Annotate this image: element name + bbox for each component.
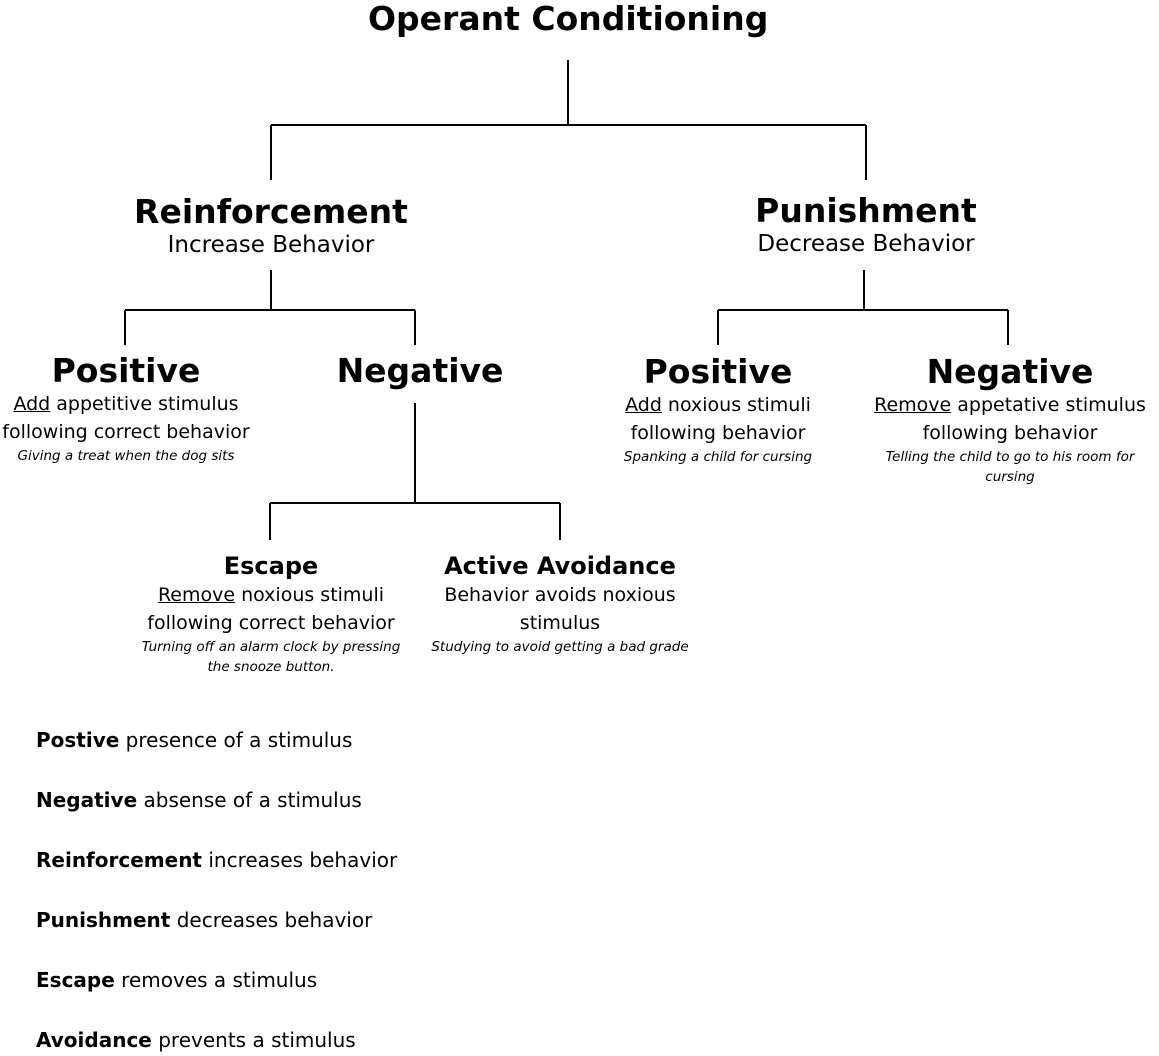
legend-term: Escape [36,968,115,992]
legend-term: Negative [36,788,138,812]
punishment-positive-desc: Add noxious stimuli [598,391,838,419]
reinforcement-positive-desc-line2: following correct behavior [2,421,250,443]
reinforcement-positive-desc: Add appetitive stimulus [0,390,252,418]
legend-item-reinforcement: Reinforcement increases behavior [36,848,397,872]
desc-keyword: Remove [874,394,952,416]
desc-keyword: Remove [157,584,236,606]
avoidance-desc-line1: Behavior avoids noxious [444,584,676,606]
desc-text: noxious stimuli [235,584,385,606]
avoidance-node: Active Avoidance Behavior avoids noxious… [420,551,700,657]
punishment-negative-desc: Remove appetative stimulus [862,391,1158,419]
escape-example-line1: Turning off an alarm clock by pressing [141,639,401,655]
legend-term: Punishment [36,908,171,932]
legend-item-negative: Negative absense of a stimulus [36,788,362,812]
avoidance-example: Studying to avoid getting a bad grade [431,639,689,655]
reinforcement-positive-heading: Positive [51,351,201,390]
punishment-negative-example: Telling the child to go to his room for … [885,449,1135,485]
legend-item-avoidance: Avoidance prevents a stimulus [36,1028,356,1052]
reinforcement-positive-example: Giving a treat when the dog sits [17,448,235,464]
legend-definition: increases behavior [202,848,398,872]
legend-definition: presence of a stimulus [119,728,353,752]
reinforcement-negative-heading: Negative [336,351,504,390]
reinforcement-heading: Reinforcement [134,192,408,231]
avoidance-desc-line2: stimulus [519,612,601,634]
legend-term: Avoidance [36,1028,152,1052]
punishment-negative-node: Negative Remove appetative stimulus foll… [862,353,1158,487]
legend-definition: absense of a stimulus [137,788,362,812]
punishment-positive-example: Spanking a child for cursing [623,449,813,465]
punishment-positive-desc-line2: following behavior [630,422,806,444]
escape-example-line2: the snooze button. [207,659,335,675]
punishment-positive-heading: Positive [643,352,793,391]
reinforcement-node: Reinforcement Increase Behavior [120,193,422,259]
punishment-heading: Punishment [755,191,977,230]
escape-node: Escape Remove noxious stimuli following … [130,551,412,677]
punishment-positive-node: Positive Add noxious stimuli following b… [598,353,838,467]
punishment-negative-desc-line2: following behavior [922,422,1098,444]
diagram-title: Operant Conditioning [368,0,769,38]
legend-definition: decreases behavior [170,908,373,932]
legend-item-positive: Postive presence of a stimulus [36,728,352,752]
desc-text: appetitive stimulus [50,393,239,415]
legend-definition: prevents a stimulus [151,1028,356,1052]
desc-keyword: Add [13,393,51,415]
desc-text: noxious stimuli [661,394,811,416]
escape-desc-line2: following correct behavior [147,612,395,634]
reinforcement-positive-node: Positive Add appetitive stimulus followi… [0,352,252,466]
legend-item-escape: Escape removes a stimulus [36,968,317,992]
desc-keyword: Add [625,394,662,416]
legend-item-punishment: Punishment decreases behavior [36,908,372,932]
legend-term: Reinforcement [36,848,202,872]
escape-heading: Escape [223,552,319,580]
punishment-subheading: Decrease Behavior [757,231,975,257]
legend-definition: removes a stimulus [114,968,318,992]
desc-text: appetative stimulus [951,394,1146,416]
reinforcement-subheading: Increase Behavior [167,232,375,258]
escape-desc: Remove noxious stimuli [130,581,412,609]
reinforcement-negative-node: Negative [320,352,520,390]
avoidance-heading: Active Avoidance [444,552,676,580]
punishment-node: Punishment Decrease Behavior [715,192,1017,258]
legend-term: Postive [36,728,120,752]
punishment-negative-heading: Negative [926,352,1094,391]
